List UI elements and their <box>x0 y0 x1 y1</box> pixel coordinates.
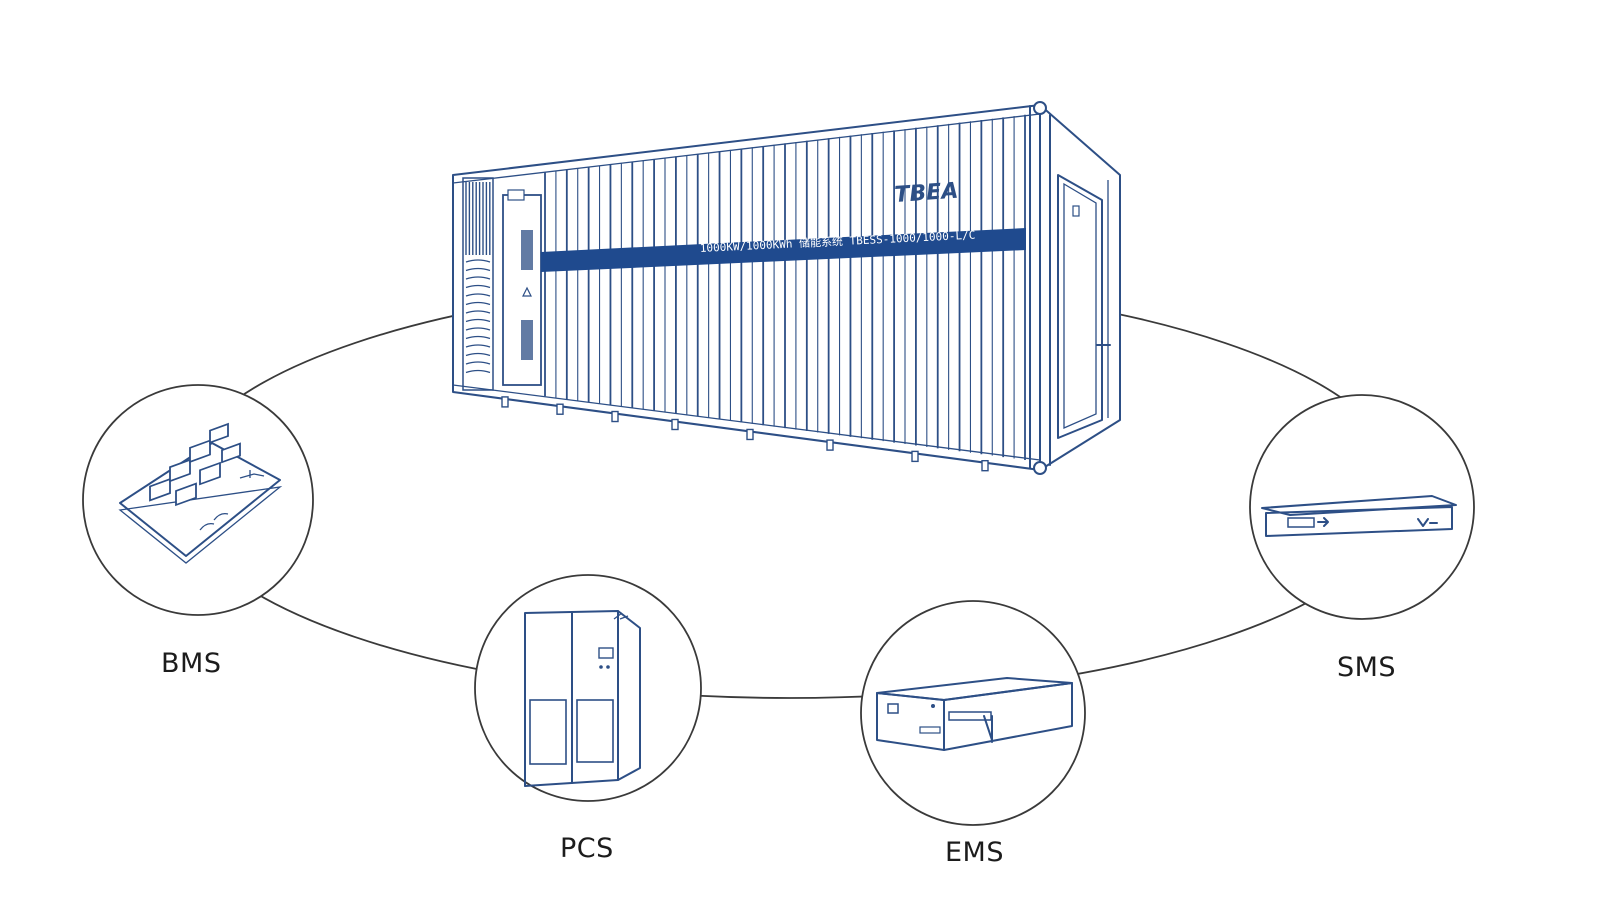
cooling-fin <box>465 301 491 306</box>
cooling-fin <box>465 267 491 272</box>
bms-module <box>82 384 314 616</box>
container-foot <box>671 418 679 431</box>
cooling-fin <box>465 352 491 357</box>
cooling-fin <box>465 284 491 289</box>
cooling-fin <box>465 344 491 348</box>
pcs-module <box>474 574 702 802</box>
cabinet-icon <box>524 610 641 787</box>
cooling-fin <box>465 293 491 297</box>
cooling-fin <box>465 327 491 331</box>
cooling-fin <box>465 310 491 314</box>
cooling-fin <box>465 259 491 263</box>
container-brand: TBEA <box>894 179 959 208</box>
cooling-fin <box>465 335 491 340</box>
cooling-fin <box>465 361 491 365</box>
container-foot <box>556 403 564 415</box>
container-foot <box>746 428 754 441</box>
circuit-board-icon <box>118 422 283 564</box>
ems-label: EMS <box>945 837 1004 868</box>
pcs-label: PCS <box>560 833 614 864</box>
container-foot <box>501 396 509 408</box>
cooling-fin <box>465 369 491 374</box>
ems-module <box>860 600 1086 826</box>
battery-container: 1000KW/1000KWh 储能系统 TBESS-1000/1000-L/C … <box>452 101 1121 475</box>
server-box-icon <box>876 677 1073 751</box>
container-foot <box>611 410 619 423</box>
sms-label: SMS <box>1337 652 1397 683</box>
container-foot <box>826 439 834 451</box>
cooling-fin <box>465 318 491 323</box>
container-foot <box>911 450 919 463</box>
bms-label: BMS <box>161 648 222 679</box>
sms-module <box>1249 394 1475 620</box>
container-foot <box>981 459 989 472</box>
rack-unit-icon <box>1261 495 1457 537</box>
cooling-fin <box>465 276 491 280</box>
